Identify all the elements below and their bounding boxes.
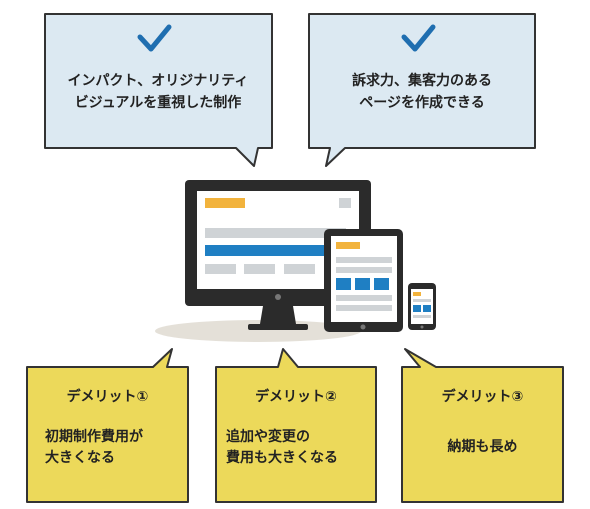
demerit-1-line-2: 大きくなる <box>45 450 115 466</box>
merit-2-line-2: ページを作成できる <box>359 95 485 111</box>
demerit-2-line-2: 費用も大きくなる <box>226 450 338 466</box>
smartphone-icon <box>408 283 436 330</box>
merit-1-text: インパクト、オリジナリティ ビジュアルを重視した制作 <box>48 70 268 114</box>
demerit-1-body: 初期制作費用が 大きくなる <box>45 427 143 469</box>
device-illustration <box>155 180 436 342</box>
demerit-callout-3 <box>401 348 564 503</box>
demerit-2-line-1: 追加や変更の <box>226 429 310 445</box>
check-icon <box>137 24 172 52</box>
demerit-1-title: デメリット① <box>66 389 149 405</box>
demerit-2-title: デメリット② <box>255 389 337 405</box>
demerit-3-title: デメリット③ <box>441 389 524 405</box>
tablet-icon <box>324 229 403 332</box>
merit-callout-2 <box>308 13 536 167</box>
device-shadow <box>155 320 361 342</box>
demerit-callout-1 <box>26 348 189 503</box>
check-icon <box>401 24 436 52</box>
demerit-3-line-1: 納期も長め <box>447 439 518 455</box>
demerit-2-body: 追加や変更の 費用も大きくなる <box>226 427 338 469</box>
demerit-1-line-1: 初期制作費用が <box>45 429 143 445</box>
merit-2-line-1: 訴求力、集客力のある <box>352 73 492 89</box>
merit-1-line-1: インパクト、オリジナリティ <box>67 73 249 89</box>
demerit-callout-2 <box>215 348 377 503</box>
merit-1-line-2: ビジュアルを重視した制作 <box>74 95 242 111</box>
merit-callout-1 <box>44 13 273 167</box>
merit-2-text: 訴求力、集客力のある ページを作成できる <box>312 70 532 114</box>
demerit-3-body: 納期も長め <box>402 437 563 458</box>
